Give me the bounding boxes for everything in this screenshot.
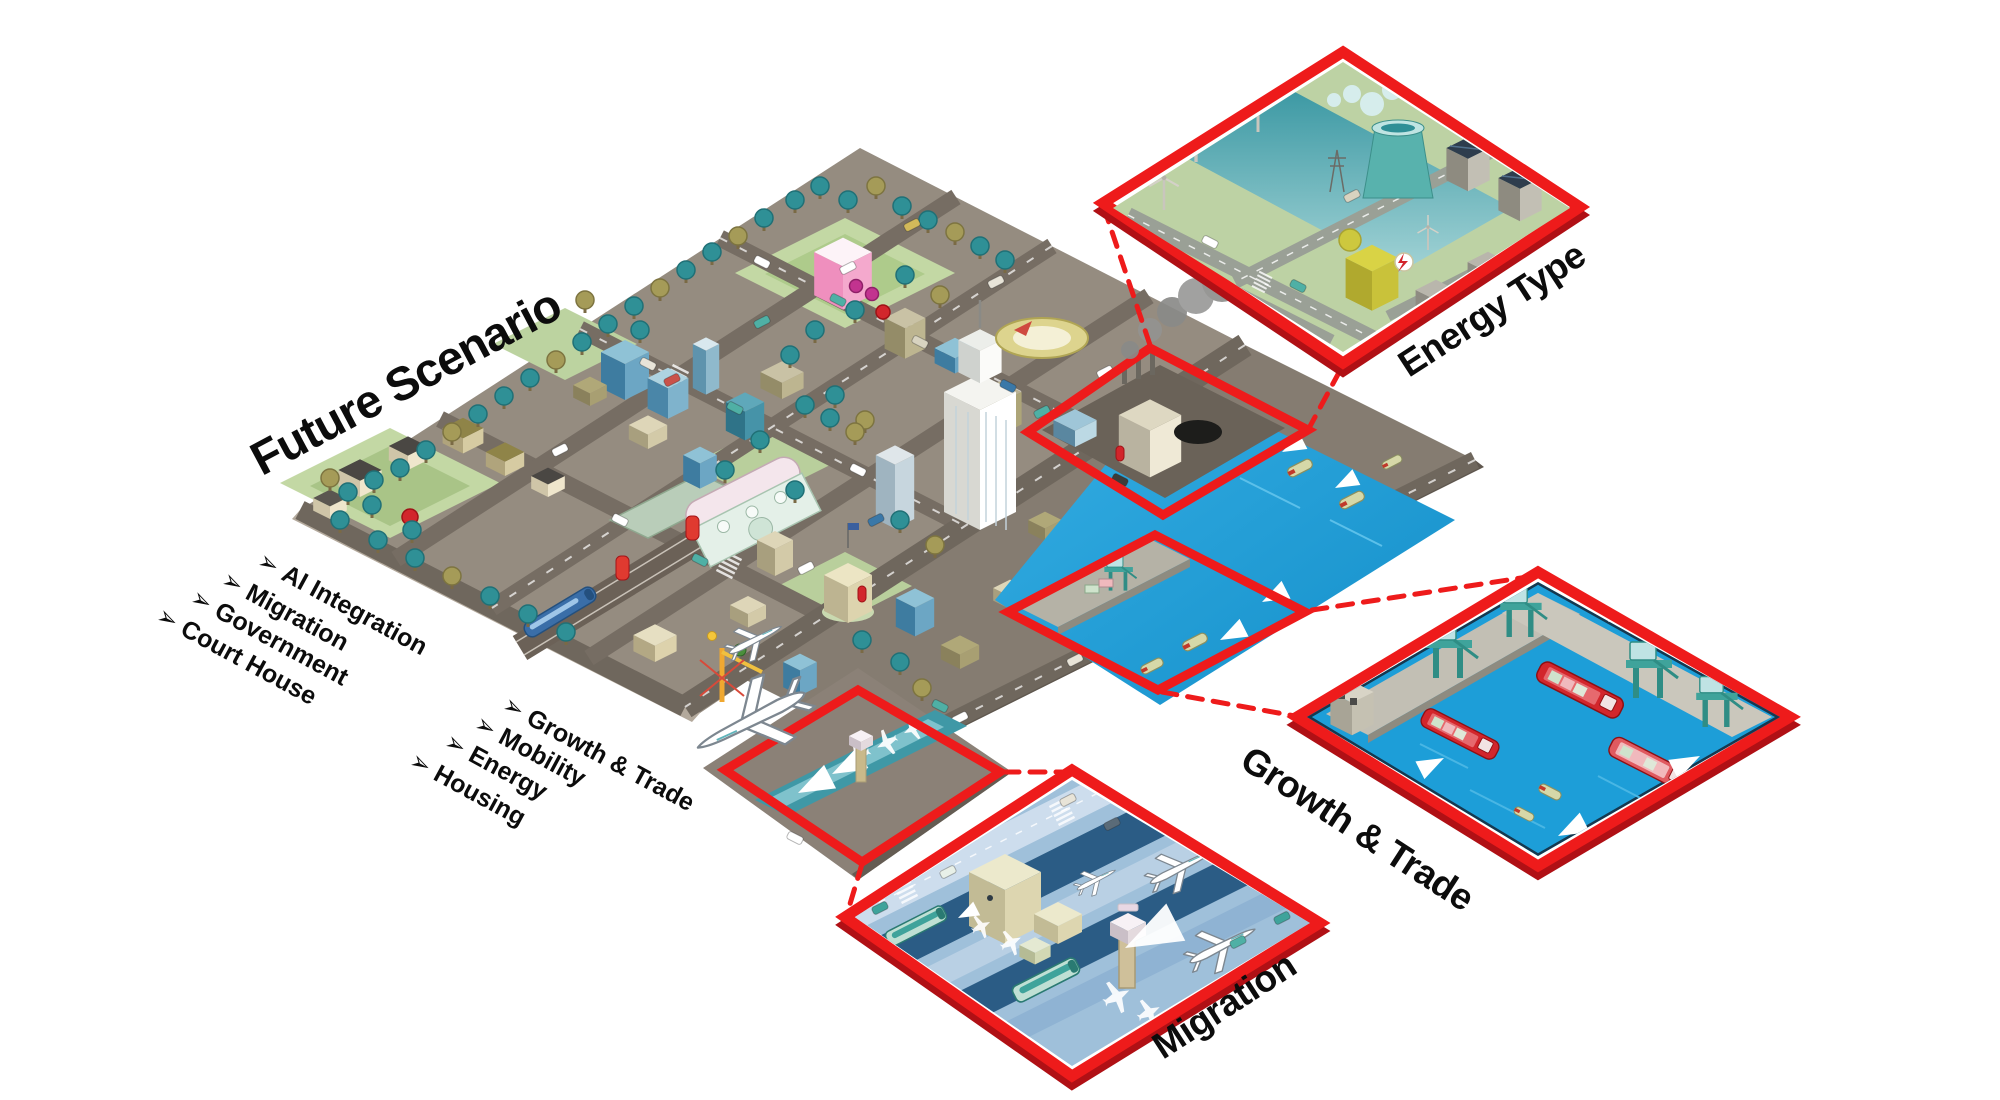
connector-migration-2 bbox=[844, 861, 865, 917]
connector-growth-1 bbox=[1309, 573, 1537, 613]
stadium bbox=[995, 317, 1089, 359]
city-airport bbox=[755, 710, 967, 816]
connector-lines bbox=[844, 202, 1537, 917]
flame-statue bbox=[1115, 445, 1125, 462]
lightning-bolt-icon bbox=[1398, 253, 1408, 272]
highlight-box-energy bbox=[1019, 342, 1318, 521]
cooling-tower bbox=[1327, 80, 1434, 199]
connector-energy-1 bbox=[1100, 202, 1153, 348]
connector-growth-2 bbox=[1159, 689, 1298, 719]
power-plant-building bbox=[1338, 228, 1414, 311]
city-port bbox=[1020, 540, 1291, 676]
pink-cube-building bbox=[814, 237, 891, 320]
power-pylon bbox=[1328, 149, 1346, 193]
skyscraper bbox=[944, 300, 1016, 530]
connector-energy-2 bbox=[1305, 362, 1346, 433]
government-building bbox=[822, 523, 874, 623]
growth-detail-panel bbox=[1286, 565, 1801, 881]
city-map bbox=[280, 148, 1484, 880]
coal-pile bbox=[1174, 420, 1222, 444]
factory bbox=[1042, 349, 1285, 498]
energy-detail-panel bbox=[1092, 45, 1591, 378]
highlight-box-growth bbox=[998, 529, 1315, 696]
red-dome-statue bbox=[875, 304, 891, 320]
migration-detail-panel bbox=[835, 763, 1331, 1091]
